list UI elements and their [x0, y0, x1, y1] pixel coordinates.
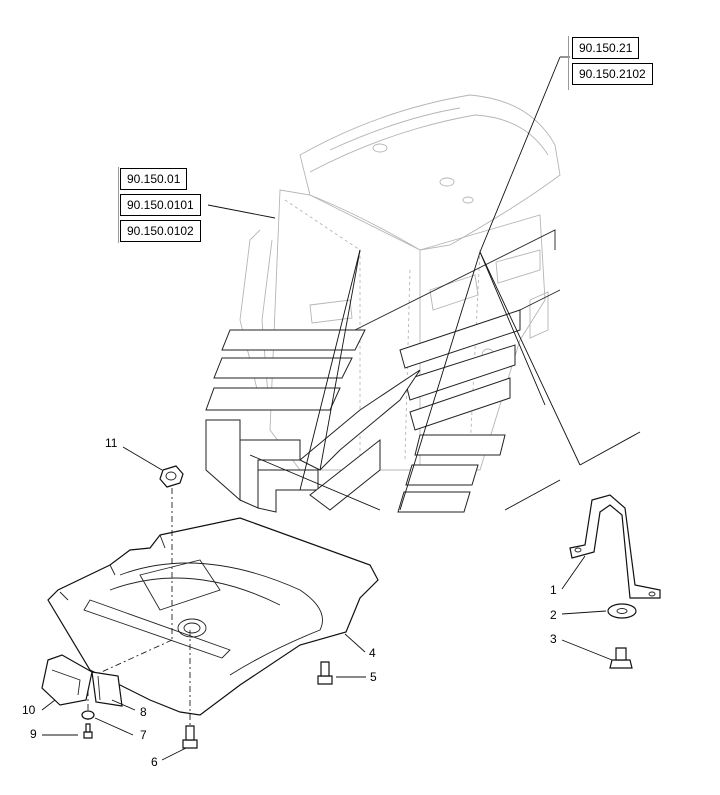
ref-box-cab-frame-3[interactable]: 90.150.0102	[120, 220, 201, 242]
section-chevrons	[205, 229, 561, 513]
callout-10[interactable]: 10	[22, 703, 36, 717]
bolt-part-6	[182, 725, 198, 749]
callout-1[interactable]: 1	[550, 583, 557, 597]
callout-leaders	[41, 56, 613, 761]
ref-group-cab-frame	[118, 167, 119, 243]
callout-11[interactable]: 11	[105, 436, 118, 450]
cab-assembly-ghost	[239, 94, 561, 471]
washer-part	[607, 603, 637, 619]
callout-8[interactable]: 8	[140, 705, 147, 719]
cover-part	[41, 654, 93, 706]
callout-5[interactable]: 5	[370, 670, 377, 684]
ref-box-cab-top-2[interactable]: 90.150.2102	[572, 63, 653, 85]
floor-mat	[47, 517, 379, 716]
callout-2[interactable]: 2	[550, 608, 557, 622]
ref-box-cab-frame-2[interactable]: 90.150.0101	[120, 194, 201, 216]
bolt-part-5	[317, 661, 333, 685]
callout-4[interactable]: 4	[369, 646, 376, 660]
callout-9[interactable]: 9	[30, 727, 37, 741]
callout-3[interactable]: 3	[550, 632, 557, 646]
callout-7[interactable]: 7	[140, 728, 147, 742]
callout-6[interactable]: 6	[151, 755, 158, 769]
clip-part	[91, 671, 123, 707]
small-washer-part	[81, 710, 95, 720]
projection-lines	[249, 249, 641, 511]
nut-part	[159, 465, 184, 488]
bracket-part	[569, 494, 661, 599]
bolt-part-3	[609, 647, 633, 669]
ref-group-cab-top	[568, 36, 569, 90]
ref-box-cab-top-1[interactable]: 90.150.21	[572, 37, 640, 59]
screw-part	[83, 723, 93, 739]
ref-box-cab-frame-1[interactable]: 90.150.01	[120, 168, 188, 190]
